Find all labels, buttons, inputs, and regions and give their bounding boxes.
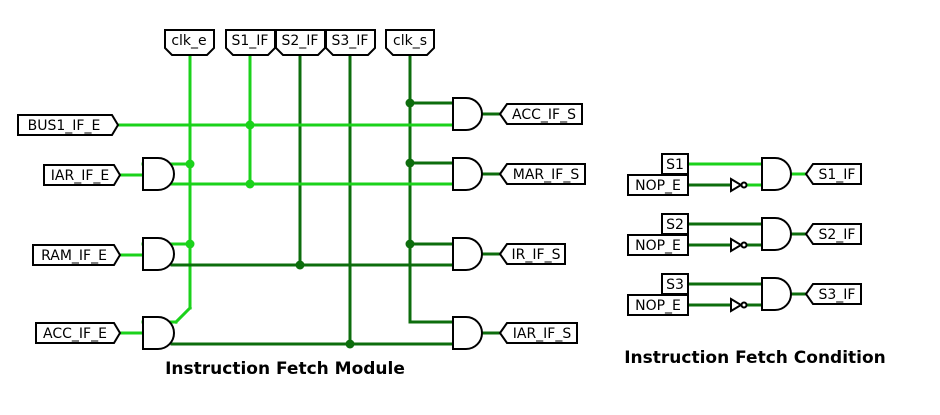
condition-title: Instruction Fetch Condition (624, 348, 886, 368)
condition-row-3: S3 NOP_E S3_IF (627, 273, 862, 316)
right-pin-iar-if-s[interactable]: IAR_IF_S (498, 322, 578, 344)
cond-pin-nop-e[interactable]: NOP_E (627, 294, 689, 316)
junction-dot (185, 239, 195, 249)
clk-e-bus-tail (173, 305, 193, 325)
cond-output-label: S2_IF (819, 227, 856, 243)
junction-dot (405, 158, 415, 168)
not-gate-icon[interactable] (730, 297, 743, 313)
not-gate-icon[interactable] (730, 177, 743, 193)
junction-dot (405, 239, 415, 249)
right-pin-label: IR_IF_S (512, 247, 561, 263)
top-pin-s2-if[interactable]: S2_IF (275, 29, 326, 56)
cond-input-label: S3 (666, 277, 684, 293)
cond-out-s2-if[interactable]: S2_IF (804, 223, 862, 245)
module-title: Instruction Fetch Module (165, 359, 405, 379)
top-pin-label: S2_IF (282, 33, 319, 49)
not-bubble-icon (740, 241, 748, 249)
junction-dot (405, 98, 415, 108)
cond-output-label: S3_IF (819, 287, 856, 303)
module-wires (116, 50, 502, 346)
top-pin-label: S1_IF (232, 33, 269, 49)
cond-nop-label: NOP_E (635, 298, 681, 314)
right-pin-label: MAR_IF_S (513, 167, 580, 183)
left-pin-ram-if-e[interactable]: RAM_IF_E (32, 244, 122, 266)
junction-dot (345, 339, 355, 349)
cond-pin-s3[interactable]: S3 (661, 273, 689, 295)
and-gate-iar-if-s[interactable] (452, 316, 483, 350)
right-pin-label: IAR_IF_S (513, 326, 572, 342)
and-gate-ir-if-s[interactable] (452, 237, 483, 271)
and-gate-iar-if-e[interactable] (142, 157, 175, 191)
cond-pin-s2[interactable]: S2 (661, 213, 689, 235)
junction-dot (245, 179, 255, 189)
cond-pin-nop-e[interactable]: NOP_E (627, 234, 689, 256)
cond-nop-label: NOP_E (635, 238, 681, 254)
left-pin-iar-if-e[interactable]: IAR_IF_E (43, 164, 122, 186)
left-pin-label: RAM_IF_E (41, 248, 107, 264)
right-pin-label: ACC_IF_S (512, 107, 576, 123)
top-pin-label: S3_IF (332, 33, 369, 49)
junction-dot (245, 120, 255, 130)
right-pin-mar-if-s[interactable]: MAR_IF_S (498, 163, 586, 185)
top-pin-clk-e[interactable]: clk_e (164, 29, 215, 56)
cond-pin-s1[interactable]: S1 (661, 153, 689, 175)
cond-out-s1-if[interactable]: S1_IF (804, 163, 862, 185)
and-gate-acc-if-e[interactable] (142, 316, 175, 350)
and-gate-s3[interactable] (761, 277, 792, 311)
cond-output-label: S1_IF (819, 167, 856, 183)
left-pin-label: IAR_IF_E (51, 168, 109, 184)
junction-dot (185, 159, 195, 169)
top-pin-label: clk_e (171, 33, 206, 49)
module-gates (142, 97, 483, 350)
top-pin-s1-if[interactable]: S1_IF (225, 29, 276, 56)
and-gate-acc-if-s[interactable] (452, 97, 483, 131)
left-pin-acc-if-e[interactable]: ACC_IF_E (35, 322, 122, 344)
left-pin-label: BUS1_IF_E (28, 118, 101, 134)
top-pin-label: clk_s (393, 33, 427, 49)
cond-nop-label: NOP_E (635, 178, 681, 194)
condition-row-2: S2 NOP_E S2_IF (627, 213, 862, 256)
top-pin-clk-s[interactable]: clk_s (385, 29, 435, 56)
cond-pin-nop-e[interactable]: NOP_E (627, 174, 689, 196)
and-gate-s2[interactable] (761, 217, 792, 251)
junction-dot (295, 260, 305, 270)
left-pin-label: ACC_IF_E (43, 326, 107, 342)
not-gate-icon[interactable] (730, 237, 743, 253)
and-gate-s1[interactable] (761, 157, 792, 191)
right-pin-ir-if-s[interactable]: IR_IF_S (498, 243, 566, 265)
junction-dots (185, 98, 415, 349)
left-pin-bus1-if-e[interactable]: BUS1_IF_E (17, 114, 120, 136)
top-pin-s3-if[interactable]: S3_IF (325, 29, 376, 56)
not-bubble-icon (740, 181, 748, 189)
right-pin-acc-if-s[interactable]: ACC_IF_S (498, 103, 583, 125)
and-gate-mar-if-s[interactable] (452, 157, 483, 191)
cond-input-label: S1 (666, 157, 684, 173)
cond-out-s3-if[interactable]: S3_IF (804, 283, 862, 305)
not-bubble-icon (740, 301, 748, 309)
and-gate-ram-if-e[interactable] (142, 237, 175, 271)
condition-row-1: S1 NOP_E S1_IF (627, 153, 862, 196)
cond-input-label: S2 (666, 217, 684, 233)
